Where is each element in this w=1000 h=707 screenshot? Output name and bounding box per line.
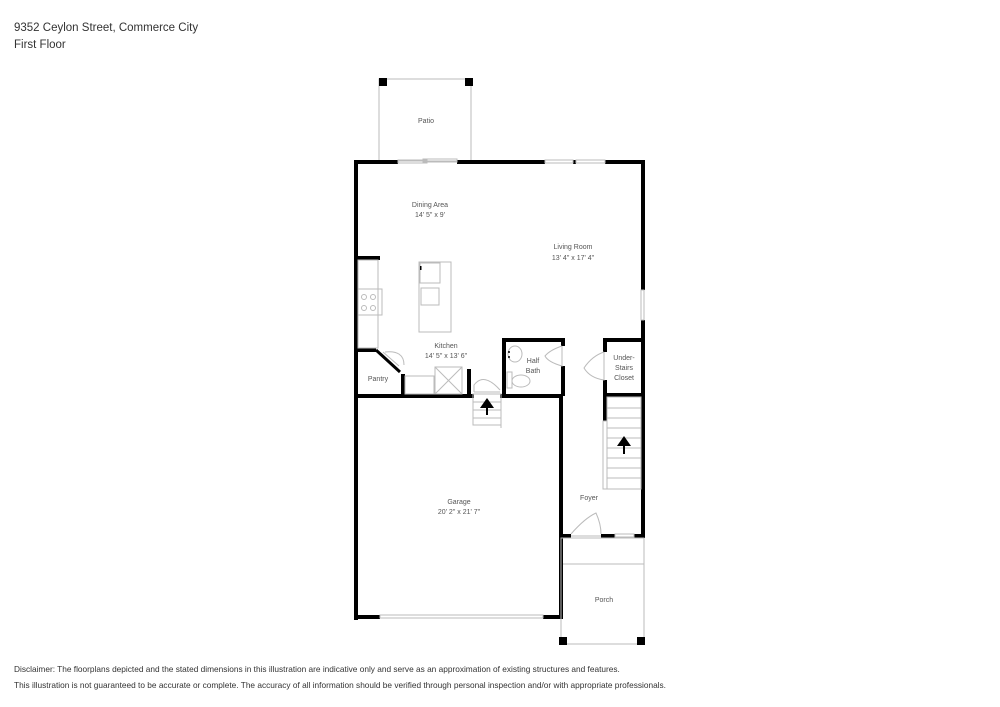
kitchen-island (418, 261, 452, 333)
sink (420, 287, 440, 306)
room-label-closet-line3: Closet (614, 375, 634, 382)
porch-post-left (559, 637, 567, 645)
room-label-porch: Porch (595, 597, 613, 604)
disclaimer: Disclaimer: The floorplans depicted and … (14, 661, 666, 693)
room-label-closet-line2: Stairs (615, 365, 633, 372)
up-arrow-icon (480, 398, 494, 415)
room-label-foyer: Foyer (580, 495, 599, 502)
dishwasher (419, 262, 441, 284)
address: 9352 Ceylon Street, Commerce City (14, 22, 199, 34)
patio (378, 78, 473, 162)
half-bath-fixtures (506, 345, 563, 389)
garage-door (379, 614, 544, 619)
room-label-pantry: Pantry (368, 376, 389, 383)
room-label-garage: Garage (447, 499, 470, 506)
room-dims-dining-area: 14' 5" x 9' (415, 212, 445, 219)
kitchen-counters (357, 259, 463, 395)
room-dims-living-room: 13' 4" x 17' 4" (552, 255, 595, 262)
disclaimer-line-2: This illustration is not guaranteed to b… (14, 680, 666, 690)
room-label-patio: Patio (418, 118, 434, 125)
closet-door (583, 351, 605, 381)
windows (379, 158, 645, 619)
room-label-half-bath-line1: Half (527, 358, 540, 365)
room-label-kitchen: Kitchen (434, 343, 457, 350)
pantry-door (374, 348, 405, 374)
stairs-up-arrow-icon (617, 436, 631, 454)
room-label-living-room: Living Room (554, 244, 593, 251)
room-label-half-bath-line2: Bath (526, 368, 541, 375)
toilet (511, 374, 531, 388)
bathroom-sink (507, 345, 523, 363)
room-label-dining-area: Dining Area (412, 202, 448, 209)
patio-post-right (465, 78, 473, 86)
porch-post-right (637, 637, 645, 645)
front-door (570, 512, 635, 538)
patio-post-left (379, 78, 387, 86)
exterior-walls (354, 160, 645, 620)
main-stairs (602, 396, 642, 490)
refrigerator (434, 366, 463, 395)
floor-label: First Floor (14, 39, 66, 51)
porch (559, 537, 645, 645)
disclaimer-line-1: Disclaimer: The floorplans depicted and … (14, 664, 620, 674)
room-dims-garage: 20' 2" x 21' 7" (438, 509, 481, 516)
room-dims-kitchen: 14' 5" x 13' 6" (425, 353, 468, 360)
plan-title: 9352 Ceylon Street, Commerce City First … (14, 20, 198, 54)
room-label-closet-line1: Under- (613, 355, 635, 362)
stove (357, 288, 383, 316)
